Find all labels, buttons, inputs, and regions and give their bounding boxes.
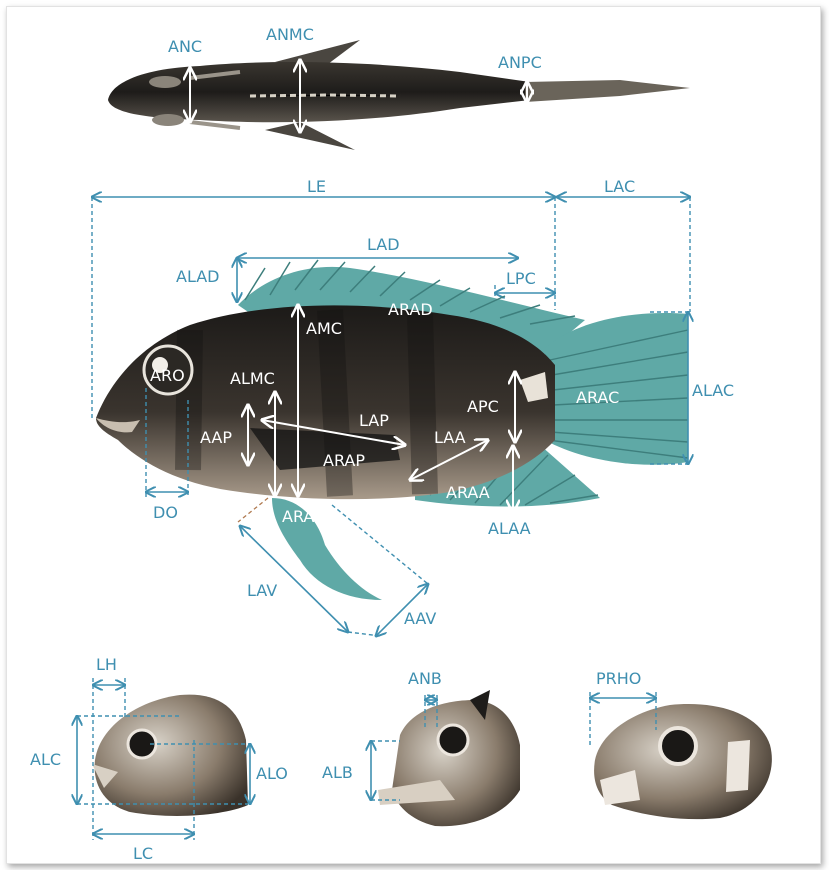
aav-guide-top <box>332 505 428 584</box>
label-alac: ALAC <box>692 381 734 400</box>
pelvic-guide <box>238 498 268 522</box>
head2-eye <box>438 725 468 755</box>
label-amc: AMC <box>306 319 342 338</box>
label-lad: LAD <box>367 235 400 254</box>
label-anmc: ANMC <box>266 25 314 44</box>
label-arav: ARAV <box>282 507 324 526</box>
label-apc: APC <box>467 397 499 416</box>
label-alc: ALC <box>30 750 61 769</box>
label-anpc: ANPC <box>498 53 542 72</box>
dorsal-eye-left <box>149 76 181 88</box>
label-lap: LAP <box>359 411 389 430</box>
label-lpc: LPC <box>506 269 536 288</box>
label-araa: ARAA <box>446 483 490 502</box>
dorsal-view <box>108 40 690 150</box>
pectoral-fin-right <box>265 122 355 150</box>
label-arad: ARAD <box>388 300 433 319</box>
label-le: LE <box>307 177 326 196</box>
label-prho: PRHO <box>596 669 641 688</box>
label-aro: ARO <box>150 366 185 385</box>
label-anb: ANB <box>408 669 442 688</box>
label-laa: LAA <box>434 428 466 447</box>
label-arac: ARAC <box>576 388 619 407</box>
head-view-1 <box>92 695 248 816</box>
label-lav: LAV <box>247 581 277 600</box>
label-alaa: ALAA <box>488 519 531 538</box>
head2-shape <box>392 700 520 826</box>
dorsal-body <box>108 62 530 122</box>
label-aap: AAP <box>200 428 232 447</box>
head1-shape <box>95 695 248 816</box>
label-anc: ANC <box>168 37 202 56</box>
label-do: DO <box>153 503 178 522</box>
label-almc: ALMC <box>230 369 275 388</box>
label-lc: LC <box>133 844 153 863</box>
label-lh: LH <box>96 655 117 674</box>
label-lac: LAC <box>604 177 635 196</box>
label-aav: AAV <box>404 609 436 628</box>
label-alo: ALO <box>256 764 288 783</box>
dorsal-eye-right <box>152 114 184 126</box>
dorsal-tail <box>525 80 690 102</box>
label-arap: ARAP <box>323 451 365 470</box>
head3-cheek-patch <box>726 740 750 792</box>
head-view-2 <box>378 690 520 826</box>
label-alad: ALAD <box>176 267 220 286</box>
aav-guide-bottom <box>348 632 380 636</box>
head-view-3 <box>594 704 772 819</box>
label-alb: ALB <box>322 763 353 782</box>
head3-eye <box>660 728 696 764</box>
